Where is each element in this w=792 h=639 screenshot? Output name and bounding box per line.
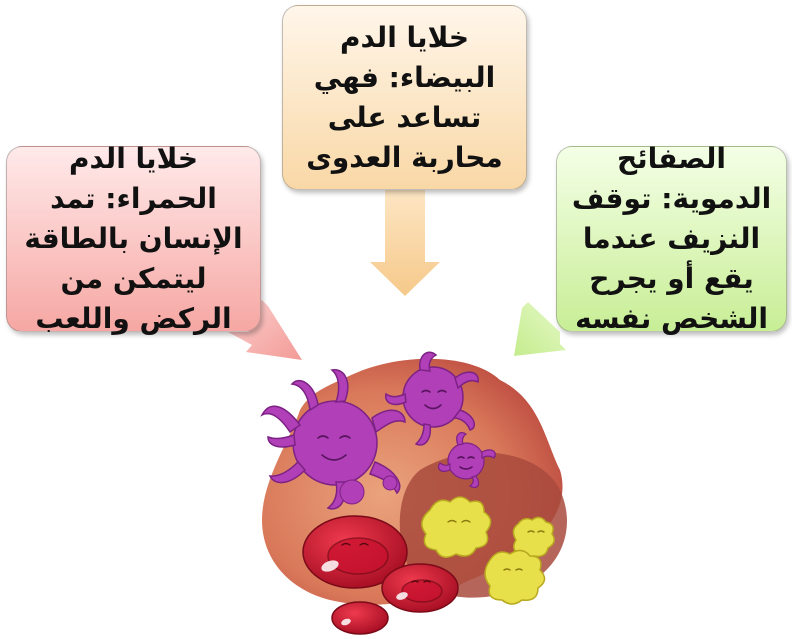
red-cell-faces — [341, 542, 431, 583]
red-cells-line-2: الحمراء: تمد — [50, 182, 217, 215]
platelets-line-1: الصفائح — [616, 142, 727, 175]
cell-faces — [317, 389, 475, 470]
red-cells-line-3: الإنسان بالطاقة — [24, 222, 243, 255]
white-cells-line-4: محاربة العدوى — [306, 140, 503, 174]
arrow-down — [370, 190, 440, 296]
white-cell-medium — [384, 351, 479, 446]
platelets-line-2: الدموية: توقف — [571, 182, 772, 215]
white-cell-small — [437, 432, 496, 489]
white-blood-cells-box: خلايا الدم البيضاء: فهي تساعد على محاربة… — [282, 5, 527, 190]
white-cell-large — [260, 369, 406, 510]
red-cells-line-1: خلايا الدم — [68, 142, 199, 175]
arrow-right-pointer — [514, 302, 566, 356]
platelet-faces — [447, 519, 545, 571]
red-cells-line-5: الركض واللعب — [35, 302, 232, 335]
white-cells-line-3: تساعد على — [327, 100, 482, 134]
white-cells-line-1: خلايا الدم — [339, 20, 470, 54]
red-cells-line-4: ليتمكن من — [60, 262, 207, 295]
platelets-line-3: النزيف عندما — [582, 222, 761, 255]
red-cell-highlights — [321, 560, 408, 626]
platelets-line-4: يقع أو يجرح — [589, 262, 754, 295]
white-cell-tiny — [339, 475, 398, 505]
platelets-box: الصفائح الدموية: توقف النزيف عندما يقع أ… — [556, 142, 787, 335]
platelets-line-5: الشخص نفسه — [575, 302, 768, 335]
platelets — [421, 496, 555, 605]
white-cells-line-2: البيضاء: فهي — [313, 60, 496, 94]
red-blood-cells-box: خلايا الدم الحمراء: تمد الإنسان بالطاقة … — [6, 142, 261, 335]
